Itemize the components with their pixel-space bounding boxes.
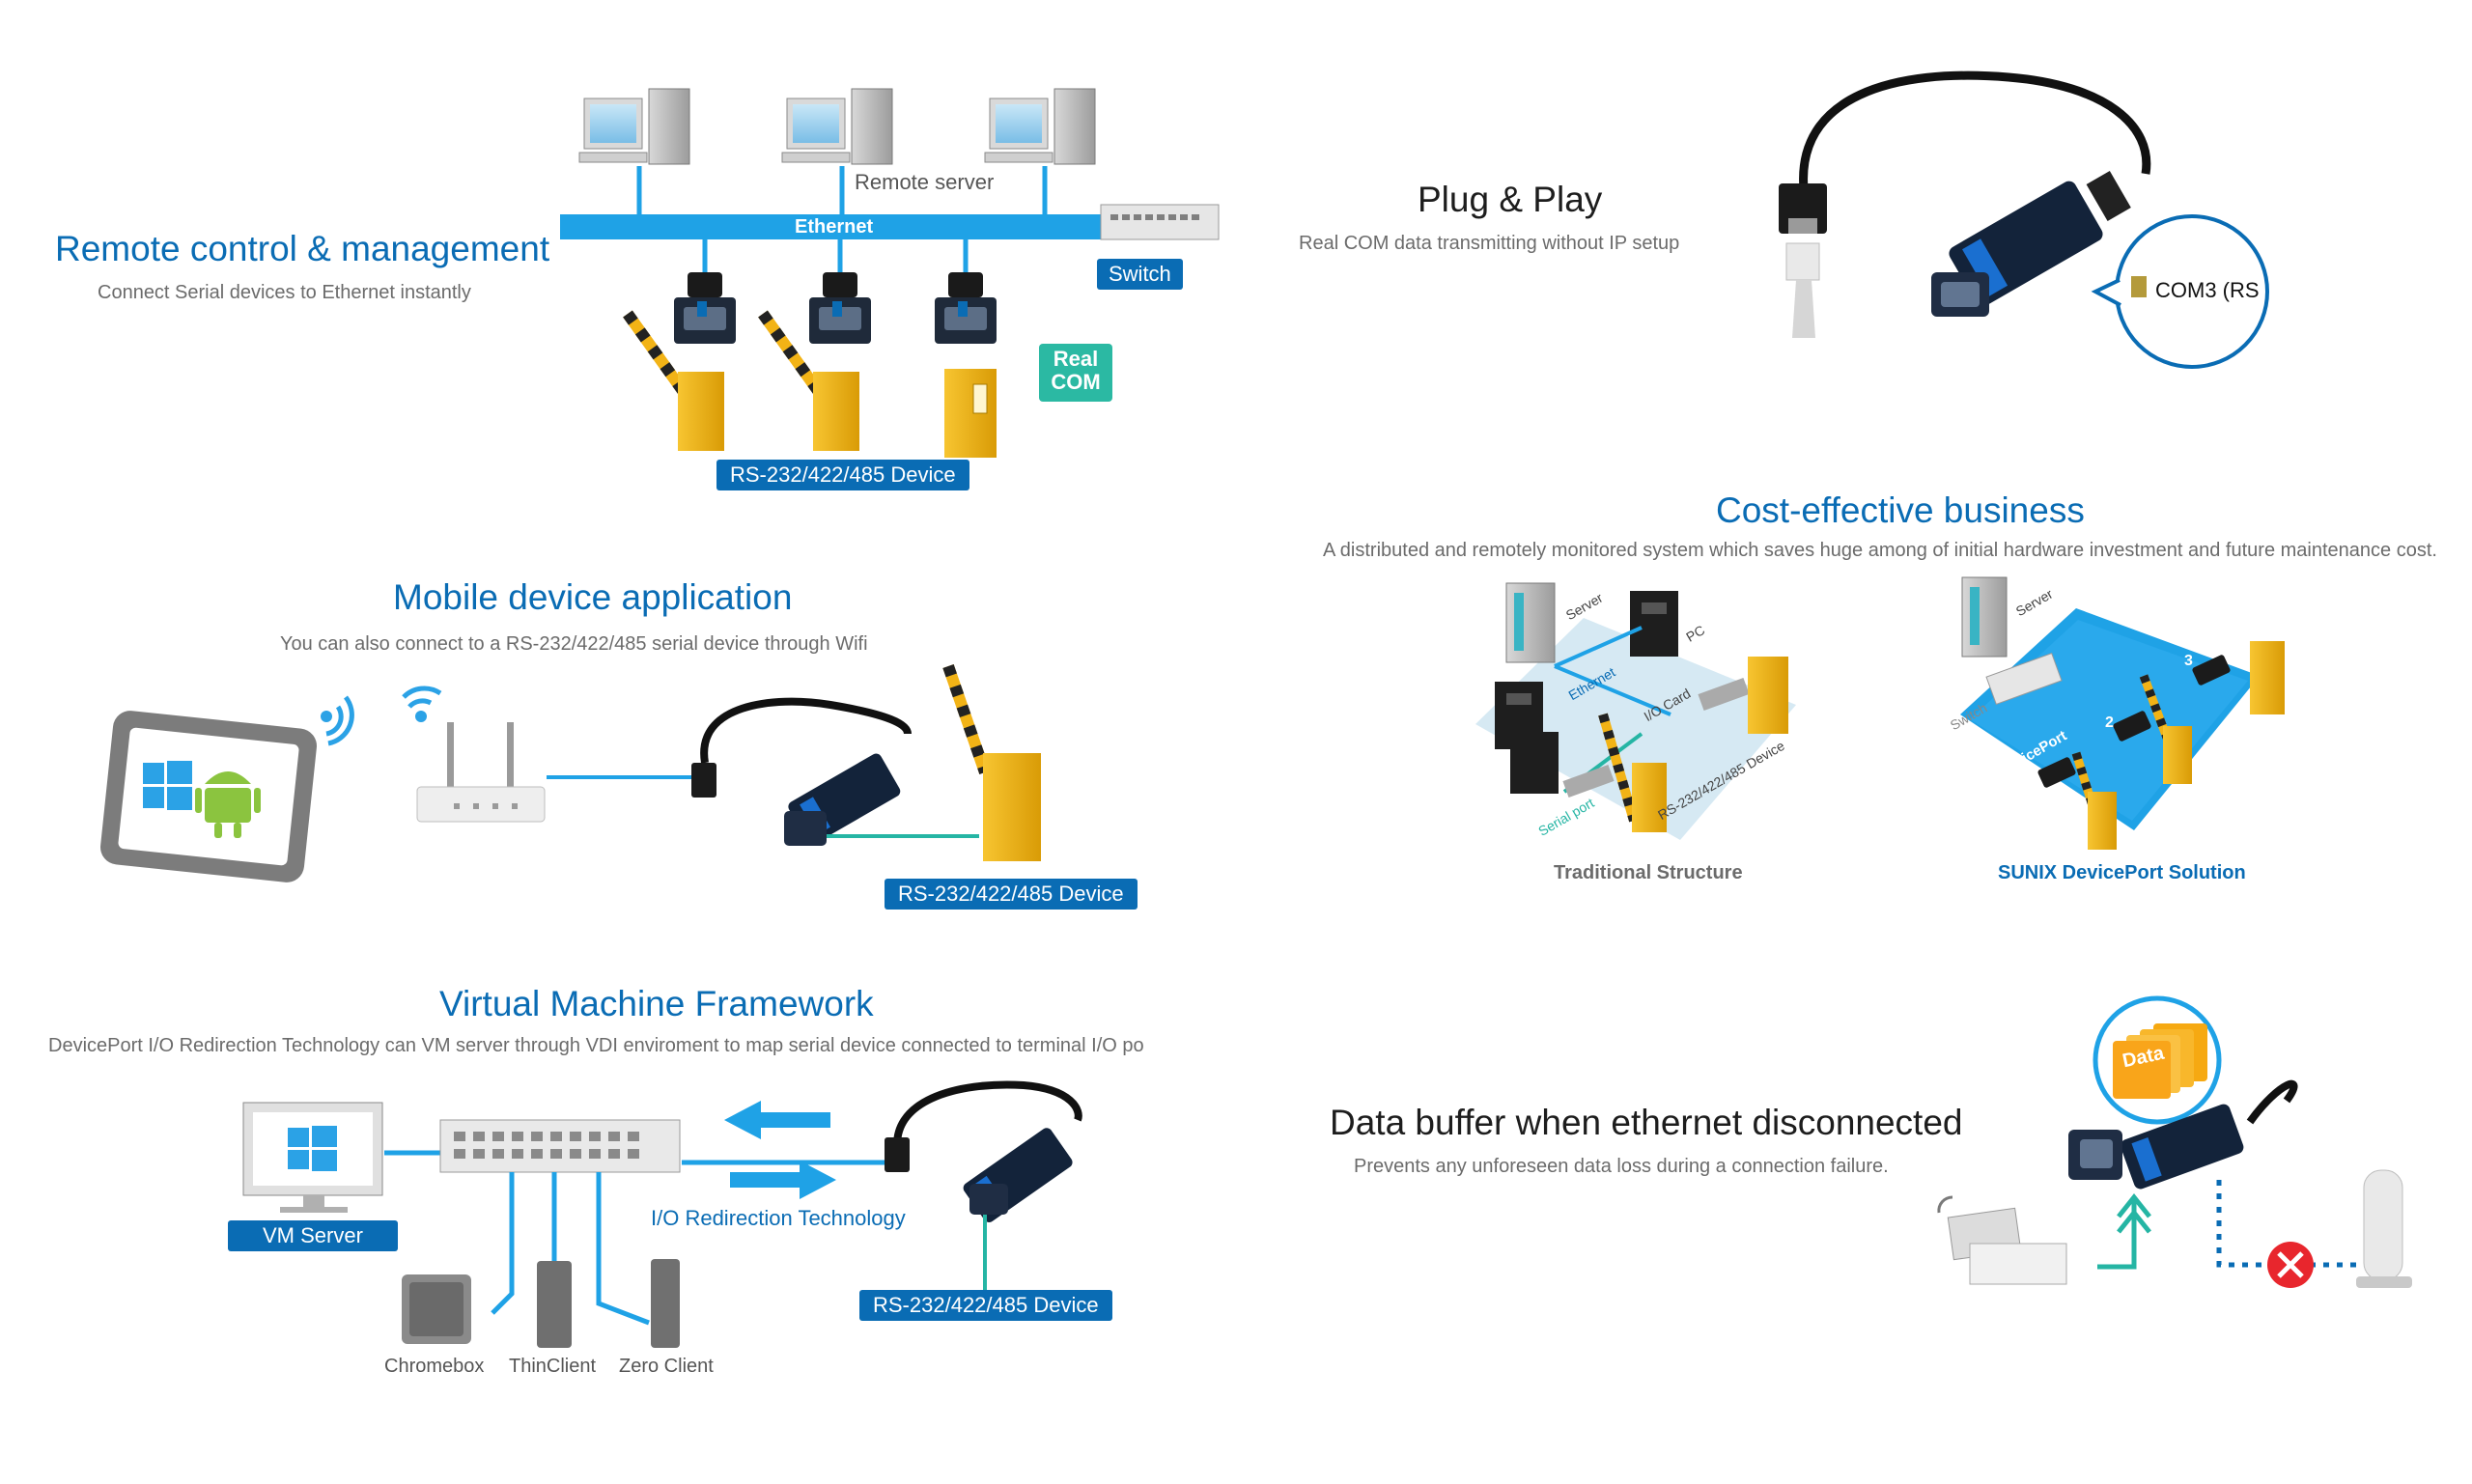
vm-illustration <box>242 1080 1082 1348</box>
gate-barrier-trad-2 <box>1598 713 1667 832</box>
buffer-title: Data buffer when ethernet disconnected <box>1330 1103 1963 1142</box>
chromebox-icon <box>402 1274 471 1344</box>
sunix-node-3: 3 <box>2184 653 2193 669</box>
pc-tower-icon-1 <box>1630 591 1678 657</box>
remote-pc-3 <box>984 88 1096 165</box>
mobile-subtitle: You can also connect to a RS-232/422/485… <box>280 633 868 655</box>
realcom-badge <box>1039 344 1112 402</box>
mobile-device-tag: RS-232/422/485 Device <box>885 879 1138 910</box>
plug-play-illustration <box>1779 70 2269 369</box>
cost-title: Cost-effective business <box>1716 490 2085 530</box>
cost-subtitle: A distributed and remotely monitored sys… <box>1323 540 2437 561</box>
plug-title: Plug & Play <box>1418 180 1603 219</box>
realcom-line-1: Real <box>1053 347 1099 371</box>
wifi-icon-2 <box>402 686 442 722</box>
sunix-node-2: 2 <box>2105 714 2114 731</box>
wifi-icon-1 <box>321 695 354 746</box>
mobile-illustration <box>100 664 1041 882</box>
remote-network-diagram <box>560 88 1220 458</box>
windows-logo-icon-vm <box>288 1126 337 1171</box>
chromebox-label: Chromebox <box>384 1356 485 1377</box>
buffer-subtitle: Prevents any unforeseen data loss during… <box>1354 1156 1889 1177</box>
pc-tower-icon-3 <box>1510 732 1559 794</box>
com-port-label: COM3 (RS <box>2155 278 2260 302</box>
vm-device-tag: RS-232/422/485 Device <box>859 1290 1112 1321</box>
card-reader-icon <box>1937 1195 2067 1285</box>
gate-box-sunix-3 <box>2250 641 2285 714</box>
vm-switch-icon <box>439 1119 681 1173</box>
error-x-icon <box>2267 1242 2314 1288</box>
remote-subtitle: Connect Serial devices to Ethernet insta… <box>98 282 471 303</box>
cost-traditional-diagram <box>1475 582 1796 840</box>
vm-server-tag: VM Server <box>228 1220 398 1251</box>
ethernet-label: Ethernet <box>795 216 874 238</box>
server-tower-icon <box>1505 582 1556 663</box>
gate-barrier-mobile <box>942 664 1041 861</box>
data-buffer-illustration <box>1937 995 2412 1288</box>
remote-pc-1 <box>578 88 690 165</box>
remote-title: Remote control & management <box>55 229 550 268</box>
vm-subtitle: DevicePort I/O Redirection Technology ca… <box>48 1035 1144 1056</box>
thinclient-label: ThinClient <box>509 1356 597 1377</box>
zeroclient-icon <box>651 1259 680 1348</box>
adapter-1 <box>674 272 736 344</box>
gate-barrier-sunix-1 <box>2071 751 2117 850</box>
traditional-caption: Traditional Structure <box>1554 862 1743 883</box>
io-card-icon <box>1562 764 1615 798</box>
wifi-router-icon <box>416 722 546 823</box>
vm-title: Virtual Machine Framework <box>439 984 874 1023</box>
remote-pc-2 <box>781 88 893 165</box>
sunix-node-1: 1 <box>2020 772 2029 789</box>
remote-device-tag: RS-232/422/485 Device <box>716 460 969 490</box>
thinclient-icon <box>537 1261 572 1348</box>
com-port-icon <box>2131 276 2147 297</box>
remote-server-label: Remote server <box>855 170 995 194</box>
windows-logo-icon <box>143 761 192 810</box>
upload-arrow-icon <box>2097 1192 2151 1270</box>
plug-subtitle: Real COM data transmitting without IP se… <box>1299 233 1680 254</box>
adapter-2 <box>809 272 871 344</box>
network-device-icon <box>2356 1169 2412 1288</box>
server-tower-icon-sunix <box>1961 576 2008 658</box>
mobile-title: Mobile device application <box>393 577 793 617</box>
adapter-3 <box>935 272 997 344</box>
redirection-label: I/O Redirection Technology <box>651 1206 906 1230</box>
sunix-caption: SUNIX DevicePort Solution <box>1998 862 2246 883</box>
cost-sunix-diagram <box>1960 576 2285 850</box>
redirection-arrow-right-icon <box>730 1161 836 1199</box>
gate-barrier-2 <box>758 310 859 451</box>
gate-box-3 <box>944 369 997 458</box>
realcom-label: Real COM <box>1045 348 1107 394</box>
gate-box-trad-1 <box>1748 657 1788 734</box>
switch-icon-sunix <box>1985 652 2063 706</box>
gate-barrier-1 <box>623 310 724 451</box>
gate-barrier-sunix-2 <box>2139 674 2192 784</box>
realcom-line-2: COM <box>1051 370 1101 394</box>
vm-monitor-icon <box>242 1102 383 1213</box>
switch-tag: Switch <box>1097 259 1183 290</box>
redirection-arrow-left-icon <box>724 1101 830 1139</box>
tablet-icon <box>100 711 317 882</box>
data-folders-icon <box>2113 1023 2207 1099</box>
android-logo-icon <box>195 771 261 838</box>
zeroclient-label: Zero Client <box>619 1356 714 1377</box>
switch-device <box>1100 204 1220 240</box>
